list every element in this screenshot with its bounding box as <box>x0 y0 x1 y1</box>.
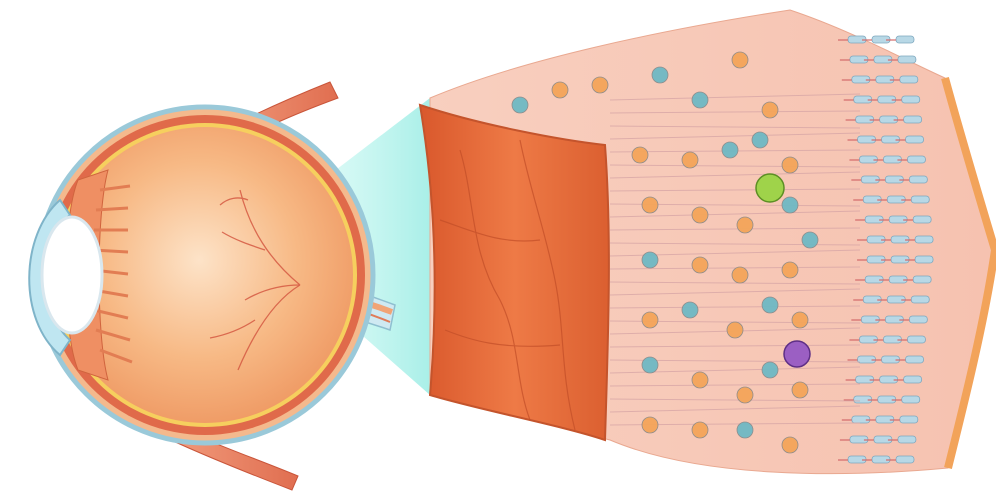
retina-cell <box>782 437 798 453</box>
rod-cell <box>911 296 929 303</box>
retina-cell <box>642 197 658 213</box>
retina-cell <box>642 417 658 433</box>
rod-cell <box>900 416 918 423</box>
retina-cell <box>762 362 778 378</box>
rod-cell <box>913 216 931 223</box>
rod-cell <box>902 396 920 403</box>
retina-cell <box>692 422 708 438</box>
retina-cell <box>642 252 658 268</box>
rod-cell <box>904 116 922 123</box>
rod-cell <box>909 176 927 183</box>
retina-cell <box>592 77 608 93</box>
rod-cell <box>915 256 933 263</box>
rod-cell <box>907 156 925 163</box>
retina-cell <box>752 132 768 148</box>
retina-cell <box>552 82 568 98</box>
retina-layers-icon <box>420 10 995 474</box>
retina-cell <box>782 157 798 173</box>
ganglion-cell-purple <box>784 341 810 367</box>
retina-cell <box>692 92 708 108</box>
retina-cell <box>682 302 698 318</box>
rod-cell <box>906 136 924 143</box>
retina-cell <box>682 152 698 168</box>
rod-cell <box>913 276 931 283</box>
retina-cell <box>762 102 778 118</box>
rod-cell <box>904 376 922 383</box>
ganglion-cell-green <box>756 174 784 202</box>
retina-cell <box>727 322 743 338</box>
rod-cell <box>896 456 914 463</box>
retina-cell <box>692 257 708 273</box>
retina-cell <box>732 267 748 283</box>
retina-cell <box>722 142 738 158</box>
retina-cell <box>762 297 778 313</box>
retina-cell <box>782 262 798 278</box>
retina-cell <box>802 232 818 248</box>
retina-cell <box>792 312 808 328</box>
retina-cell <box>692 207 708 223</box>
retina-cell <box>792 382 808 398</box>
rod-cell <box>909 316 927 323</box>
retina-cell <box>642 357 658 373</box>
retina-cell <box>737 217 753 233</box>
rod-cell <box>896 36 914 43</box>
rod-cell <box>915 236 933 243</box>
retina-cell <box>512 97 528 113</box>
rod-cell <box>898 436 916 443</box>
retina-cell <box>642 312 658 328</box>
retina-cell <box>782 197 798 213</box>
retina-cell <box>737 422 753 438</box>
eyeball-cross-section-icon <box>29 107 395 443</box>
rod-cell <box>898 56 916 63</box>
rod-cell <box>907 336 925 343</box>
retina-cell <box>652 67 668 83</box>
retina-cell <box>692 372 708 388</box>
retina-cell <box>632 147 648 163</box>
rod-cell <box>902 96 920 103</box>
rod-cell <box>900 76 918 83</box>
rod-cell <box>906 356 924 363</box>
retina-cell <box>737 387 753 403</box>
rod-cell <box>911 196 929 203</box>
retina-cell <box>732 52 748 68</box>
